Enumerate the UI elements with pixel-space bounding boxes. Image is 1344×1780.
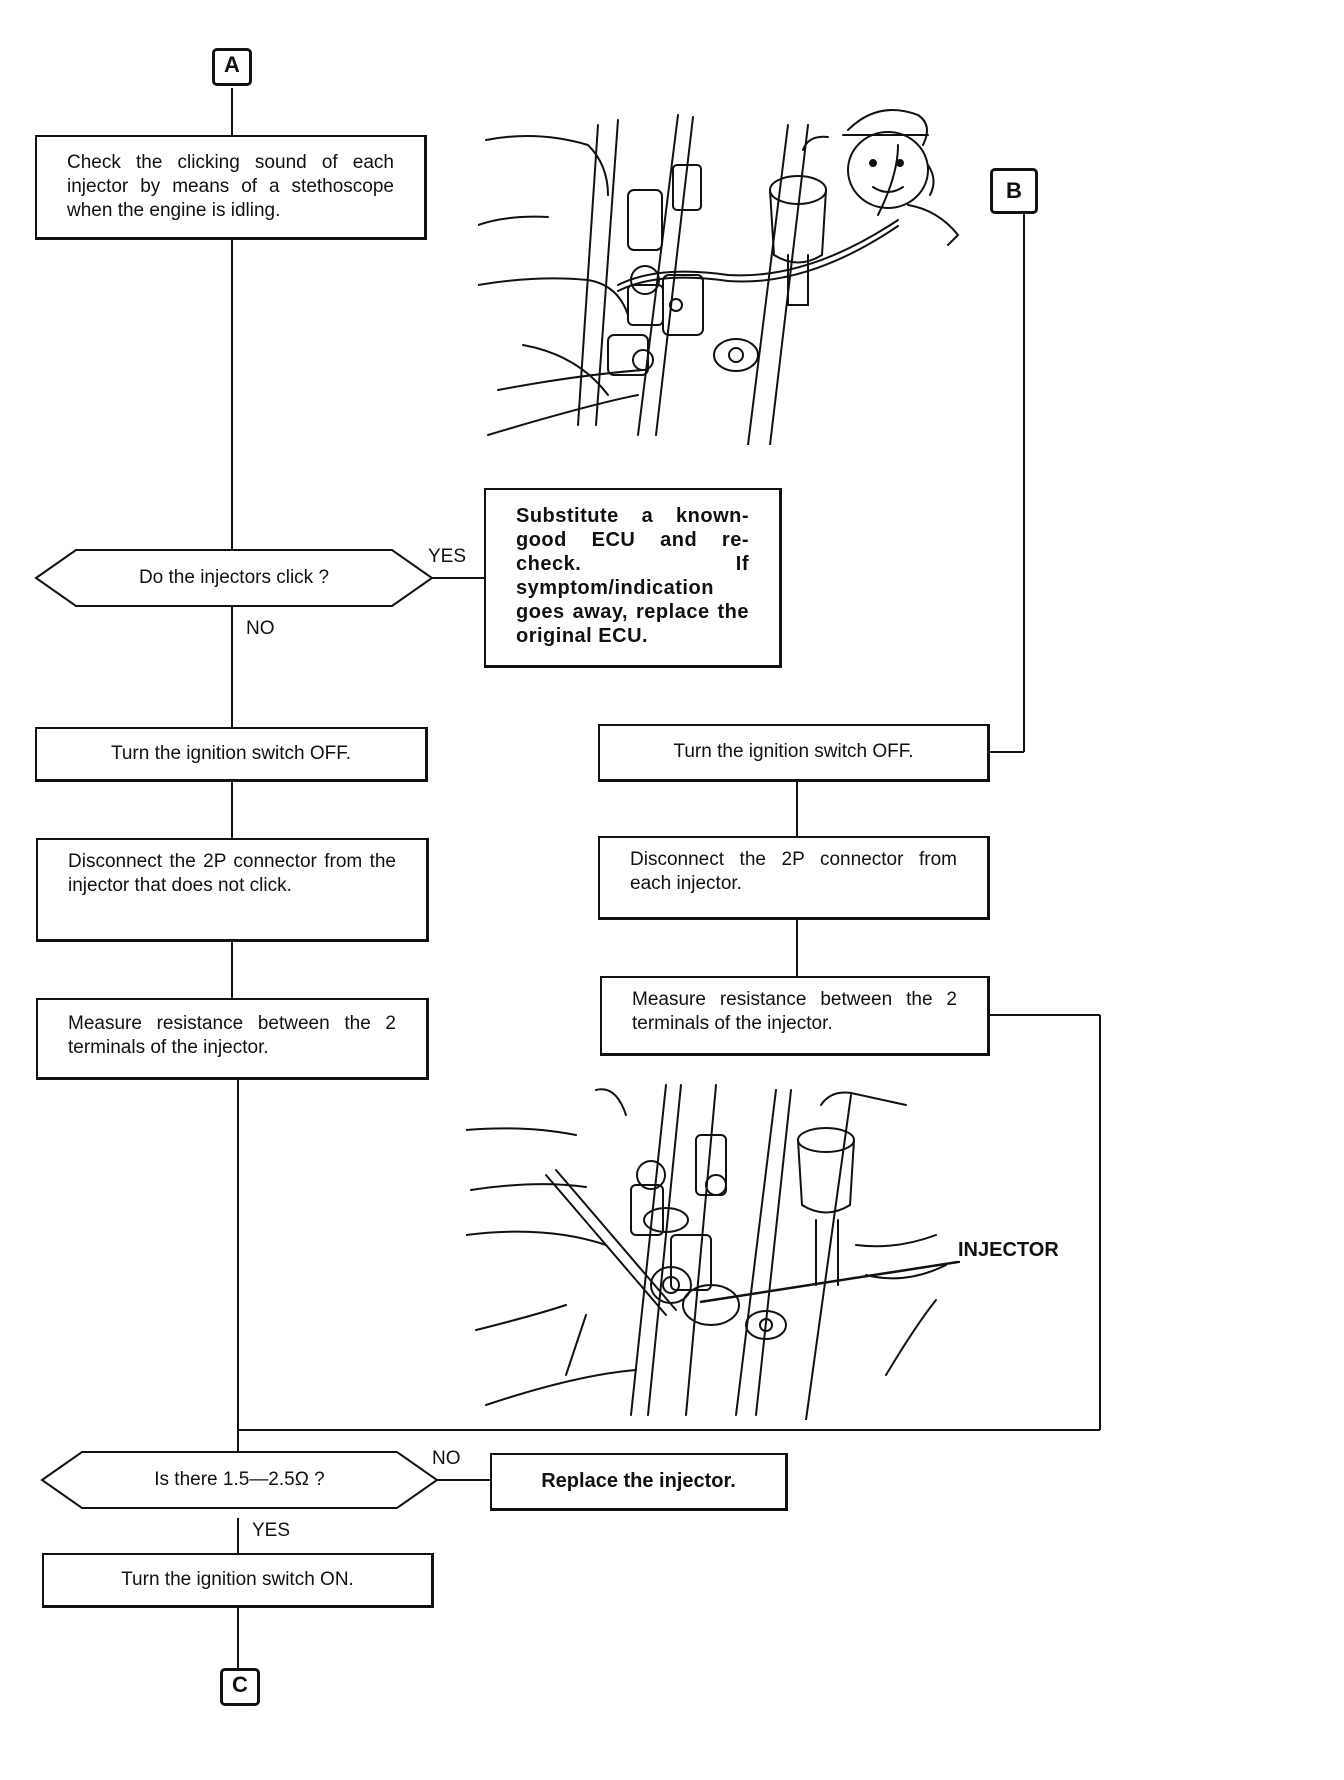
- label-click-yes: YES: [428, 546, 467, 567]
- step-replace-injector: Replace the injector.: [490, 1453, 788, 1511]
- step-ignition-off-left: Turn the ignition switch OFF.: [35, 727, 428, 782]
- injector-illustration: [466, 1084, 947, 1420]
- step-measure-right: Measure resistance between the 2 termina…: [600, 976, 990, 1056]
- stethoscope-illustration: [478, 109, 960, 445]
- decision-injectors-click: Do the injectors click ?: [138, 567, 330, 588]
- label-click-no: NO: [246, 618, 275, 639]
- label-resistance-no: NO: [432, 1448, 461, 1469]
- step-ignition-on: Turn the ignition switch ON.: [42, 1553, 434, 1608]
- injector-callout-label: INJECTOR: [958, 1239, 1059, 1261]
- step-check-clicking-sound: Check the clicking sound of each injecto…: [35, 135, 427, 240]
- step-disconnect-left: Disconnect the 2P connector from the inj…: [36, 838, 429, 942]
- connector-c: C: [220, 1668, 260, 1706]
- step-ignition-off-right: Turn the ignition switch OFF.: [598, 724, 990, 782]
- connector-a: A: [212, 48, 252, 86]
- step-substitute-ecu: Substitute a known-good ECU and re-check…: [484, 488, 782, 668]
- step-disconnect-right: Disconnect the 2P connector from each in…: [598, 836, 990, 920]
- connector-b: B: [990, 168, 1038, 214]
- step-measure-left: Measure resistance between the 2 termina…: [36, 998, 429, 1080]
- decision-shape-resistance: [40, 1451, 439, 1509]
- decision-shape-click: [34, 549, 434, 607]
- label-resistance-yes: YES: [252, 1520, 291, 1541]
- decision-resistance-range: Is there 1.5—2.5Ω ?: [154, 1469, 325, 1490]
